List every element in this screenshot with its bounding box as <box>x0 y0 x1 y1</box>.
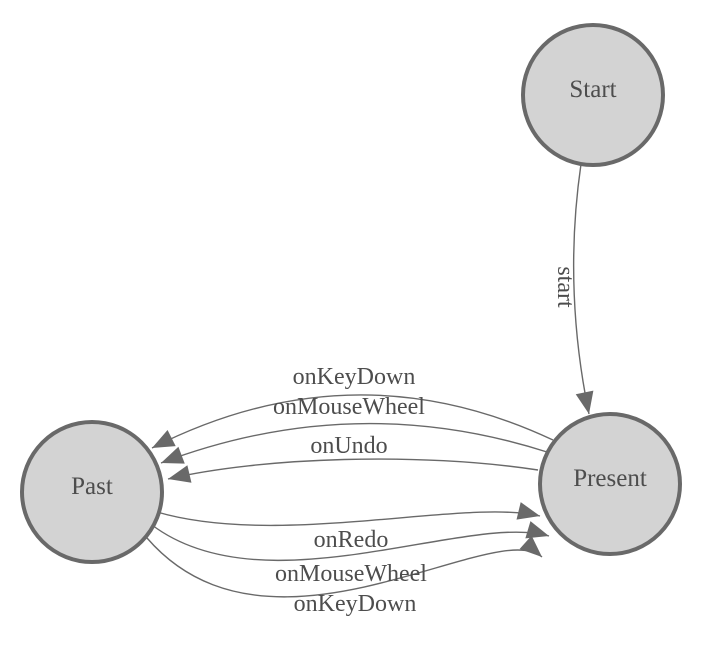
edge-label-onredo: onRedo <box>314 527 389 553</box>
edge-label-onmousewheel-lower: onMouseWheel <box>275 561 427 587</box>
edge-label-onmousewheel-upper: onMouseWheel <box>273 394 425 420</box>
edge-past-to-present-onkeydown <box>146 535 543 598</box>
node-present-circle <box>538 412 682 556</box>
edge-label-onkeydown-lower: onKeyDown <box>294 591 417 617</box>
edge-past-to-present-onmousewheel <box>151 521 550 562</box>
node-group: Start Present Past <box>20 23 682 564</box>
edge-present-to-past-onkeydown <box>151 394 554 449</box>
edge-label-start: start <box>552 266 578 308</box>
edge-label-onundo: onUndo <box>310 433 387 459</box>
node-past-circle <box>20 420 164 564</box>
node-past-label: Past <box>71 473 113 500</box>
edge-label-group: start onKeyDown onMouseWheel onUndo onRe… <box>273 266 578 617</box>
edge-present-to-past-onmousewheel <box>160 422 548 464</box>
node-present-label: Present <box>573 465 647 492</box>
node-start-label: Start <box>569 76 616 103</box>
node-past: Past <box>20 420 164 564</box>
edge-label-onkeydown-upper: onKeyDown <box>293 364 416 390</box>
edge-past-to-present-onredo <box>156 502 541 527</box>
node-present: Present <box>538 412 682 556</box>
edge-present-to-past-onundo <box>167 458 539 483</box>
node-start-circle <box>521 23 665 167</box>
node-start: Start <box>521 23 665 167</box>
edge-group <box>146 163 594 598</box>
edge-start-to-present <box>572 163 594 415</box>
